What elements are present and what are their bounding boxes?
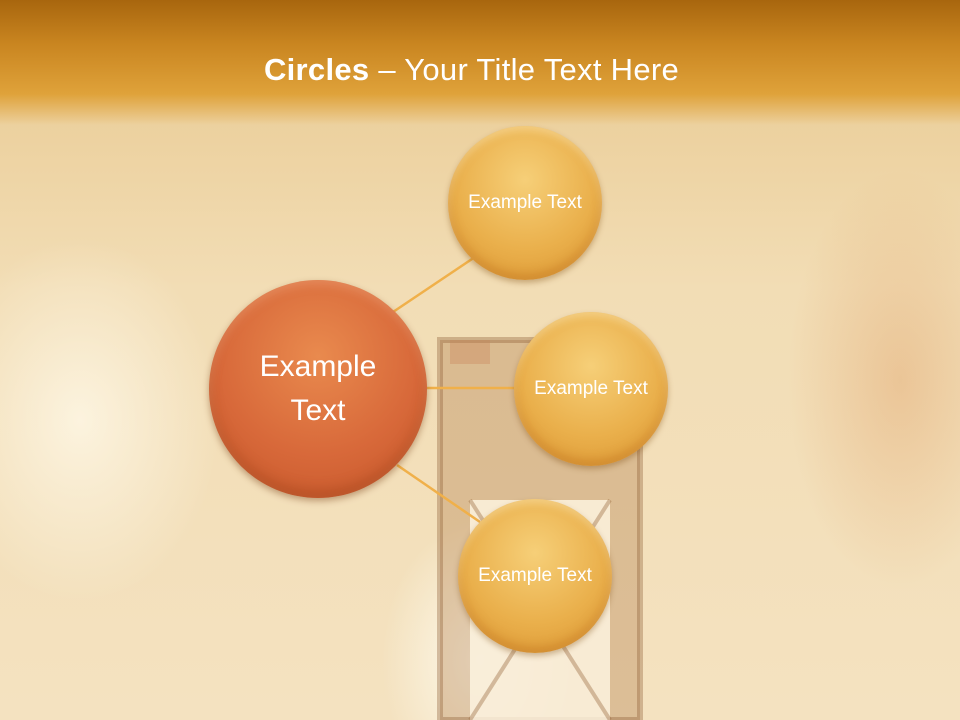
slide-title: Circles – Your Title Text Here: [0, 52, 943, 88]
satellite-circle-bottom[interactable]: Example Text: [458, 499, 612, 653]
title-bar: [0, 0, 960, 125]
center-circle[interactable]: Example Text: [209, 280, 427, 498]
satellite-circle-top[interactable]: Example Text: [448, 126, 602, 280]
title-bold-part: Circles: [263, 52, 370, 87]
satellite-text: Example Text: [534, 378, 648, 399]
title-rest-part: – Your Title Text Here: [369, 52, 680, 87]
connector-top: [392, 253, 479, 314]
connector-bottom: [396, 463, 481, 524]
satellite-text: Example Text: [478, 565, 592, 586]
satellite-circle-middle[interactable]: Example Text: [514, 312, 668, 466]
center-circle-text: Example Text: [259, 350, 377, 427]
satellite-text: Example Text: [468, 192, 582, 213]
